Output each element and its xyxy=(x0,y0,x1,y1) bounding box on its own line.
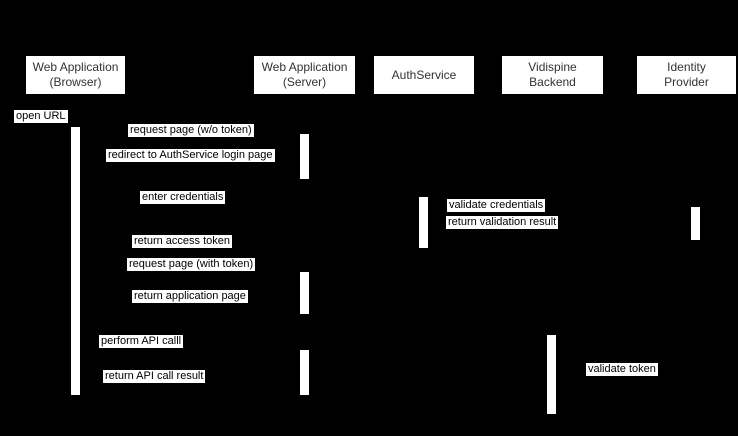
message-enter-credentials: enter credentials xyxy=(140,191,226,204)
activation-vidispine-backend xyxy=(547,335,556,414)
message-return-api-call-result: return API call result xyxy=(103,370,206,383)
message-return-validation-result: return validation result xyxy=(446,216,559,229)
participant-vidispine-backend: Vidispine Backend xyxy=(502,56,603,94)
activation-web-app-browser xyxy=(71,127,80,395)
message-perform-api-call: perform API calll xyxy=(99,335,184,348)
participant-label: Provider xyxy=(664,75,709,89)
message-request-page-without-token: request page (w/o token) xyxy=(128,124,254,137)
lifeline-web-app-server xyxy=(304,94,305,420)
participant-auth-service: AuthService xyxy=(374,56,474,94)
message-validate-token: validate token xyxy=(586,363,658,376)
participant-web-app-browser: Web Application (Browser) xyxy=(26,56,125,94)
message-return-application-page: return application page xyxy=(132,290,248,303)
message-validate-credentials: validate credentials xyxy=(447,199,546,212)
lifeline-vidispine-backend xyxy=(551,94,552,420)
message-return-access-token: return access token xyxy=(132,235,232,248)
participant-identity-provider: Identity Provider xyxy=(637,56,736,94)
activation-identity-provider xyxy=(691,207,700,240)
participant-label: Vidispine xyxy=(528,60,577,74)
message-request-page-with-token: request page (with token) xyxy=(127,258,256,271)
lifeline-identity-provider xyxy=(686,94,687,420)
message-open-url: open URL xyxy=(14,110,68,123)
participant-label: Backend xyxy=(529,75,576,89)
lifeline-auth-service xyxy=(423,94,424,420)
activation-web-app-server-1 xyxy=(300,134,309,179)
participant-label: Web Application xyxy=(32,60,119,74)
activation-auth-service xyxy=(419,197,428,248)
participant-label: Web Application xyxy=(261,60,348,74)
participant-label: (Server) xyxy=(282,75,327,89)
participant-web-app-server: Web Application (Server) xyxy=(254,56,355,94)
participant-label: Identity xyxy=(667,60,706,74)
participant-label: (Browser) xyxy=(49,75,102,89)
activation-web-app-server-3 xyxy=(300,350,309,395)
activation-web-app-server-2 xyxy=(300,272,309,314)
message-redirect-to-authservice-login-page: redirect to AuthService login page xyxy=(106,149,275,162)
participant-label: AuthService xyxy=(391,67,457,82)
